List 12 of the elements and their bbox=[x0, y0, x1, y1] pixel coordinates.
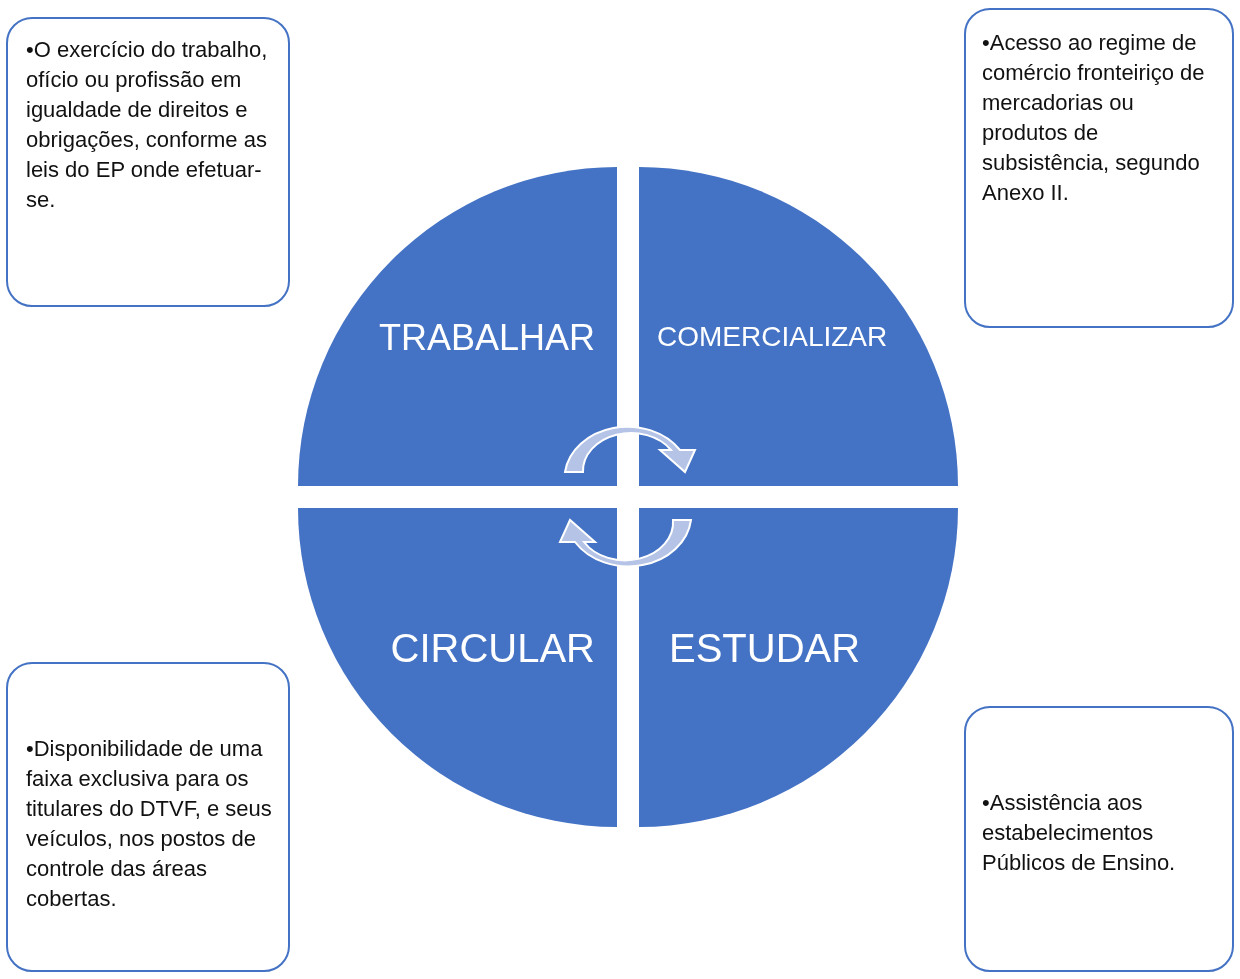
text-card bbox=[6, 17, 290, 307]
quadrant-title: ESTUDAR bbox=[669, 626, 861, 671]
bullet-text: •Assistência aos estabelecimentos Públicos de Ensino. bbox=[982, 789, 1177, 877]
bullet-text: •O exercício do trabalho, ofício ou profissão em igualdade de direitos e obrigações, conforme as leis do EP onde efetuar-se. bbox=[26, 36, 269, 214]
text-card bbox=[964, 8, 1234, 328]
quadrant-title: CIRCULAR bbox=[390, 626, 595, 671]
text-card bbox=[6, 662, 290, 972]
text-card bbox=[964, 706, 1234, 972]
bullet-text: •Disponibilidade de uma faixa exclusiva para os titulares do DTVF, e seus veículos, nos postos de controle das áreas cobertas. bbox=[26, 735, 273, 913]
quadrant-title: TRABALHAR bbox=[378, 317, 595, 359]
quadrant-title: COMERCIALIZAR bbox=[657, 321, 888, 353]
bullet-text: •Acesso ao regime de comércio fronteiriço de mercadorias ou produtos de subsistência, segundo Anexo II. bbox=[982, 29, 1206, 207]
